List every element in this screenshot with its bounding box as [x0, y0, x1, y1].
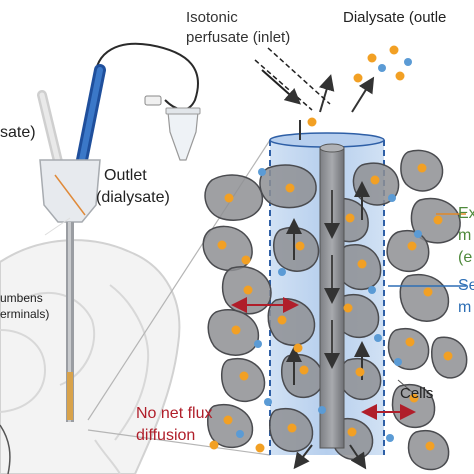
- perfusate-label-2: perfusate (inlet): [186, 29, 290, 46]
- cells-label: Cells: [400, 385, 433, 402]
- leader-cells: [397, 379, 413, 393]
- flux-label-1: No net flux: [136, 405, 212, 422]
- probe-inner-shaft: [319, 143, 345, 449]
- accumbens-label-2: erminals): [0, 307, 49, 321]
- flux-label-2: diffusion: [136, 427, 195, 444]
- left-partial-label: sate): [0, 124, 36, 141]
- diffusion-arrows: [231, 297, 416, 420]
- outlet-label-1: Outlet: [104, 167, 147, 184]
- serotonin-label-1: Se: [458, 277, 474, 294]
- serotonin-label-2: m: [458, 299, 471, 316]
- dialysate-flow-arrows: [286, 74, 375, 470]
- brain-section: [0, 239, 181, 474]
- perfusate-label-1: Isotonic: [186, 9, 238, 26]
- accumbens-label-1: umbens: [0, 291, 43, 305]
- inlet-arrow: [254, 47, 331, 111]
- analyte-particles: [209, 45, 453, 453]
- extracellular-label-1: Ex: [458, 205, 474, 222]
- probe-body: [39, 159, 101, 422]
- zoom-line-bottom: [87, 429, 271, 456]
- dialysate-label: Dialysate (outle: [343, 9, 446, 26]
- outlet-label-2: (dialysate): [96, 189, 170, 206]
- extracellular-label-2: m: [458, 227, 471, 244]
- collection-tube: [144, 95, 201, 161]
- probe-tubing: [37, 42, 199, 176]
- extracellular-label-3: (e: [458, 249, 472, 266]
